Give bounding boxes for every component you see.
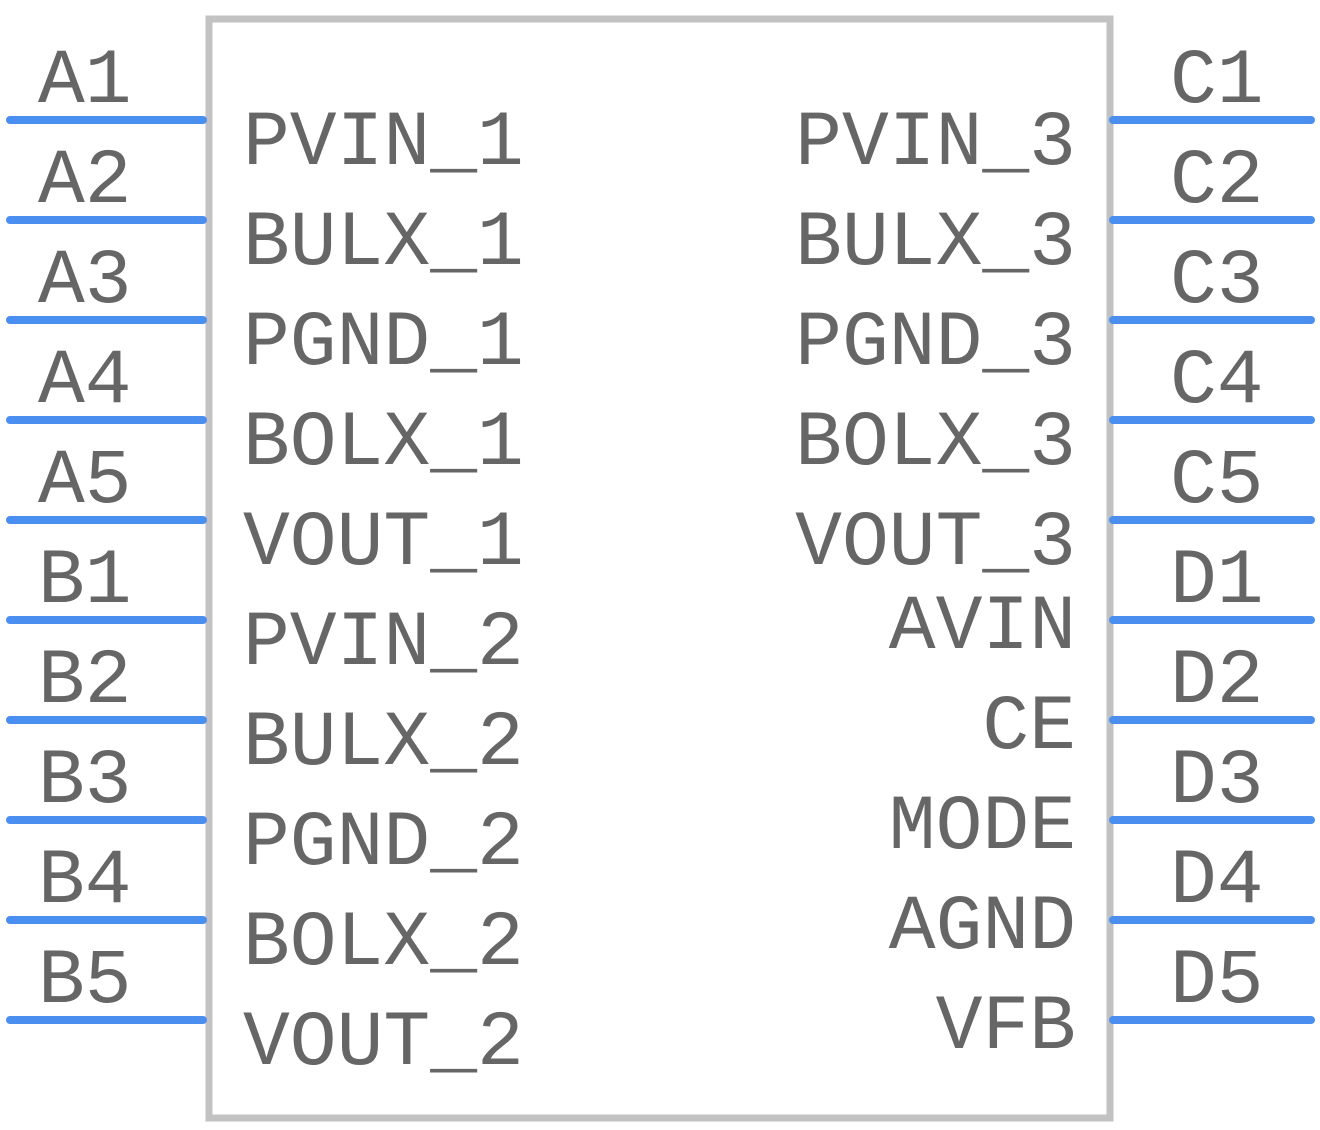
pin-number-c2: C2 xyxy=(1170,138,1264,226)
pin-name-d2: CE xyxy=(982,684,1076,772)
pin-number-d4: D4 xyxy=(1170,838,1264,926)
pin-name-a2: BULX_1 xyxy=(243,200,524,288)
pin-name-a1: PVIN_1 xyxy=(243,100,524,188)
pin-number-d3: D3 xyxy=(1170,738,1264,826)
pin-name-a5: VOUT_1 xyxy=(243,500,524,588)
pin-number-b2: B2 xyxy=(38,638,132,726)
ic-body-outline xyxy=(205,15,1114,1122)
pin-name-c1: PVIN_3 xyxy=(795,100,1076,188)
pin-name-d3: MODE xyxy=(889,784,1076,872)
pin-number-a2: A2 xyxy=(38,138,132,226)
pin-name-b2: BULX_2 xyxy=(243,700,524,788)
pin-number-b4: B4 xyxy=(38,838,132,926)
pin-name-d4: AGND xyxy=(889,884,1076,972)
pin-number-d2: D2 xyxy=(1170,638,1264,726)
pin-name-b5: VOUT_2 xyxy=(243,1000,524,1088)
pin-name-b1: PVIN_2 xyxy=(243,600,524,688)
pin-number-d5: D5 xyxy=(1170,938,1264,1026)
pin-name-c3: PGND_3 xyxy=(795,300,1076,388)
pin-number-b5: B5 xyxy=(38,938,132,1026)
pin-name-b4: BOLX_2 xyxy=(243,900,524,988)
pin-name-d1: AVIN xyxy=(889,584,1076,672)
pin-number-c3: C3 xyxy=(1170,238,1264,326)
pin-number-a4: A4 xyxy=(38,338,132,426)
pin-name-c4: BOLX_3 xyxy=(795,400,1076,488)
pin-name-c5: VOUT_3 xyxy=(795,500,1076,588)
pin-number-c5: C5 xyxy=(1170,438,1264,526)
pin-name-b3: PGND_2 xyxy=(243,800,524,888)
pin-number-b1: B1 xyxy=(38,538,132,626)
pin-number-d1: D1 xyxy=(1170,538,1264,626)
pin-number-b3: B3 xyxy=(38,738,132,826)
pin-name-a3: PGND_1 xyxy=(243,300,524,388)
pin-number-c1: C1 xyxy=(1170,38,1264,126)
pin-name-c2: BULX_3 xyxy=(795,200,1076,288)
pin-name-a4: BOLX_1 xyxy=(243,400,524,488)
pin-number-a1: A1 xyxy=(38,38,132,126)
pin-name-d5: VFB xyxy=(936,984,1076,1072)
pin-number-a5: A5 xyxy=(38,438,132,526)
pin-number-c4: C4 xyxy=(1170,338,1264,426)
pin-number-a3: A3 xyxy=(38,238,132,326)
